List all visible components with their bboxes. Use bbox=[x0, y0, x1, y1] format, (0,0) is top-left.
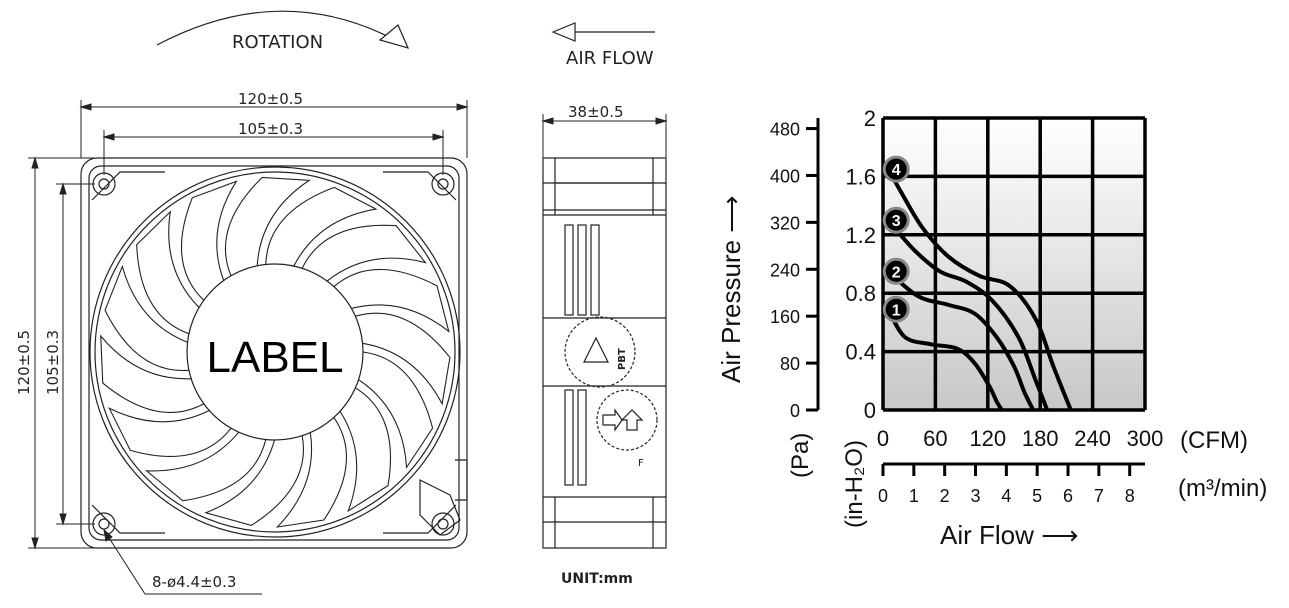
depth-dimension bbox=[541, 114, 668, 158]
recycle-stamp bbox=[564, 316, 636, 388]
fan-blade bbox=[354, 312, 451, 406]
venturi-ring bbox=[89, 166, 461, 538]
y-tick-inh2o: 1.6 bbox=[845, 164, 876, 189]
unit-note: UNIT:mm bbox=[561, 571, 633, 587]
y-tick-pa: 320 bbox=[770, 213, 800, 233]
x-tick-cfm: 300 bbox=[1127, 426, 1164, 451]
fan-hub bbox=[186, 263, 364, 441]
x-tick-cfm: 240 bbox=[1074, 426, 1111, 451]
x-tick-cfm: 180 bbox=[1022, 426, 1059, 451]
x-tick-m3: 2 bbox=[940, 486, 950, 506]
curve-marker-label: 3 bbox=[892, 213, 901, 230]
x-tick-cfm: 0 bbox=[877, 426, 889, 451]
curve-2 bbox=[886, 269, 1036, 411]
x-tick-m3: 1 bbox=[909, 486, 919, 506]
curve-marker-label: 4 bbox=[892, 162, 901, 179]
x-tick-m3: 7 bbox=[1094, 486, 1104, 506]
fan-side-view bbox=[542, 22, 667, 549]
fan-blades bbox=[100, 176, 451, 528]
y-tick-inh2o: 2 bbox=[864, 106, 876, 131]
dim-height-outer: 120±0.5 bbox=[15, 330, 33, 395]
fan-blade bbox=[265, 186, 378, 267]
fan-blade bbox=[275, 416, 347, 528]
x-tick-m3: 6 bbox=[1063, 486, 1073, 506]
y-tick-pa: 80 bbox=[780, 354, 800, 374]
fan-blade bbox=[181, 180, 238, 302]
fan-blade bbox=[108, 407, 232, 457]
y-tick-pa: 480 bbox=[770, 120, 800, 140]
fan-blade bbox=[333, 269, 450, 333]
y-tick-inh2o: 0.8 bbox=[845, 281, 876, 306]
side-frame bbox=[542, 157, 667, 549]
curve-marker-label: 2 bbox=[892, 264, 901, 281]
rotation-arrow-icon bbox=[378, 24, 410, 49]
curve-marker-4: 4 bbox=[882, 155, 910, 183]
fan-frame bbox=[80, 157, 468, 549]
dim-depth: 38±0.5 bbox=[568, 103, 624, 121]
y-tick-inh2o: 0.4 bbox=[845, 340, 876, 365]
hub-label: LABEL bbox=[207, 333, 344, 382]
curve-1 bbox=[886, 308, 1004, 412]
rotation-label: ROTATION bbox=[232, 32, 323, 53]
x-tick-m3: 0 bbox=[878, 486, 888, 506]
cable-exit bbox=[419, 479, 461, 536]
x-axis-title: Air Flow ⟶ bbox=[940, 520, 1078, 550]
material-mark: PBT bbox=[617, 348, 628, 370]
front-dimensions bbox=[28, 100, 469, 595]
y-tick-pa: 400 bbox=[770, 166, 800, 186]
fan-blade bbox=[204, 435, 304, 526]
side-mark: F bbox=[638, 458, 644, 469]
curve-marker-label: 1 bbox=[892, 302, 901, 319]
x-tick-cfm: 60 bbox=[923, 426, 947, 451]
x-tick-m3: 5 bbox=[1032, 486, 1042, 506]
dim-width-outer: 120±0.5 bbox=[238, 90, 303, 108]
y-unit-inh2o: (in-H₂O) bbox=[841, 440, 868, 528]
rotation-arc bbox=[156, 10, 396, 46]
y-unit-pa: (Pa) bbox=[787, 433, 814, 478]
y-tick-pa: 160 bbox=[770, 307, 800, 327]
arrow-right-icon bbox=[602, 408, 623, 432]
fan-front-view bbox=[80, 10, 468, 549]
x-tick-m3: 4 bbox=[1001, 486, 1011, 506]
fan-blade bbox=[136, 210, 200, 335]
fan-blade bbox=[339, 387, 392, 513]
fan-blade bbox=[357, 351, 434, 470]
dim-width-inner: 105±0.3 bbox=[238, 120, 303, 138]
curves bbox=[886, 168, 1073, 412]
direction-stamp bbox=[596, 389, 658, 451]
y-tick-inh2o: 1.2 bbox=[845, 223, 876, 248]
dim-height-inner: 105±0.3 bbox=[44, 330, 62, 395]
fan-frame-inner bbox=[88, 165, 460, 541]
curve-marker-2: 2 bbox=[882, 257, 910, 285]
x-tick-m3: 3 bbox=[971, 486, 981, 506]
y-axis-title: Air Pressure ⟶ bbox=[716, 195, 746, 383]
x-tick-m3: 8 bbox=[1125, 486, 1135, 506]
y-tick-pa: 240 bbox=[770, 260, 800, 280]
hole-spec: 8-ø4.4±0.3 bbox=[152, 573, 236, 591]
curve-marker-1: 1 bbox=[882, 295, 910, 323]
curve-4 bbox=[886, 168, 1073, 411]
x-unit-m3: (m³/min) bbox=[1178, 475, 1267, 502]
fan-blade bbox=[224, 176, 311, 277]
curve-marker-3: 3 bbox=[882, 206, 910, 234]
fan-blade bbox=[144, 431, 267, 502]
airflow-label: AIR FLOW bbox=[566, 48, 654, 69]
fan-blade bbox=[100, 334, 205, 414]
y-tick-inh2o: 0 bbox=[864, 398, 876, 423]
arrow-up-icon bbox=[620, 409, 644, 431]
fan-blade bbox=[301, 224, 427, 282]
fan-blade bbox=[104, 264, 190, 371]
x-unit-cfm: (CFM) bbox=[1180, 427, 1248, 454]
curve-3 bbox=[886, 218, 1050, 411]
x-tick-cfm: 120 bbox=[969, 426, 1006, 451]
y-tick-pa: 0 bbox=[790, 401, 800, 421]
